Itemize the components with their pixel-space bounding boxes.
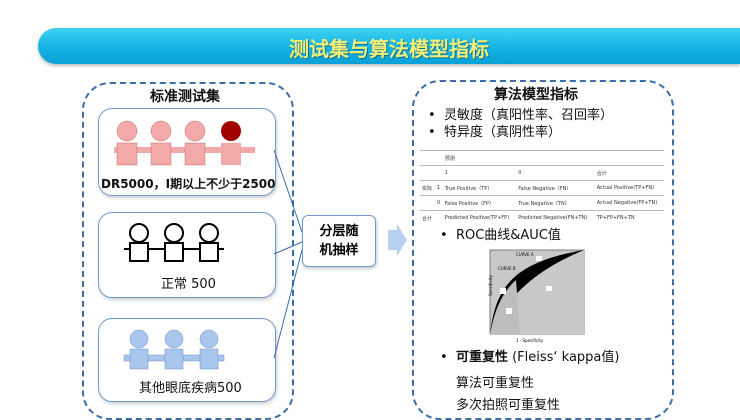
table-cell: 0 <box>435 195 443 211</box>
table-cell <box>420 165 436 181</box>
bullet-dot-icon: • <box>428 108 444 123</box>
bullet-specificity: • 特异度（真阴性率） <box>428 121 561 140</box>
bullet-sensitivity: • 灵敏度（真阳性率、召回率） <box>428 104 613 123</box>
other-disease-group-label: 其他眼底疾病500 <box>139 381 242 396</box>
bullet-dot-icon: • <box>428 125 444 140</box>
table-cell <box>435 210 443 225</box>
algorithm-repeatability: 算法可重复性 <box>456 376 535 391</box>
multi-photo-repeatability: 多次拍照可重复性 <box>456 398 561 413</box>
table-cell <box>594 150 664 166</box>
table-cell: TP+FP+FN+TN <box>594 210 664 225</box>
table-cell <box>420 195 436 211</box>
title-banner: 测试集与算法模型指标 <box>38 28 740 64</box>
roc-curve-figure: CURVE A CURVE B 1 - Specificity Sensitiv… <box>488 249 585 343</box>
metrics-title: 算法模型指标 <box>494 87 578 103</box>
bullet-repeatability: • 可重复性 (Fleiss‘ kappa值) <box>440 346 619 365</box>
bullet-roc: • ROC曲线&AUC值 <box>440 224 561 243</box>
table-cell <box>420 150 436 166</box>
specificity-label: 特异度（真阴性率） <box>443 125 561 140</box>
roc-curve-b-label: CURVE B <box>498 266 516 271</box>
confusion-matrix-table: 预测 1 0 合计 实际 1 True Positive（TP） False N… <box>420 150 664 225</box>
repeatability-label: 可重复性 <box>455 350 508 365</box>
other-disease-group-box: 其他眼底疾病500 <box>98 318 276 402</box>
normal-people-icon <box>124 223 224 262</box>
table-row: 0 False Positive（FP） True Negative（TN） A… <box>420 195 664 211</box>
bullet-dot-icon: • <box>440 228 456 243</box>
stratified-sampling-line1: 分层随 <box>319 224 359 239</box>
repeatability-kappa: (Fleiss‘ kappa值) <box>507 350 620 365</box>
table-cell <box>435 165 443 181</box>
table-cell: False Positive（FP） <box>442 195 517 211</box>
normal-group-label: 正常 500 <box>161 277 216 292</box>
right-arrow-icon <box>388 224 407 256</box>
table-cell: True Negative（TN） <box>516 195 595 211</box>
page-title: 测试集与算法模型指标 <box>289 37 489 61</box>
table-cell: 1 <box>435 180 443 196</box>
table-row: 实际 1 True Positive（TP） False Negative（FN… <box>420 180 664 196</box>
table-row: 1 0 合计 <box>420 165 664 181</box>
table-cell: 0 <box>516 165 595 181</box>
table-cell: False Negative（FN） <box>516 180 595 196</box>
table-cell: 合计 <box>594 165 664 181</box>
sensitivity-label: 灵敏度（真阳性率、召回率） <box>443 108 613 123</box>
table-cell: 实际 <box>420 180 436 196</box>
table-cell <box>435 150 443 166</box>
table-cell: 1 <box>442 165 517 181</box>
roc-x-axis-label: 1 - Specificity <box>516 338 544 343</box>
roc-y-axis-label: Sensitivity <box>488 275 493 296</box>
table-cell: Actual Positive(TP+FN) <box>594 180 664 196</box>
table-row: 合计 Predicted Positive(TP+FP) Predicted N… <box>420 210 664 225</box>
table-row: 预测 <box>420 150 664 166</box>
stratified-sampling-line2: 机抽样 <box>319 243 359 258</box>
roc-label: ROC曲线&AUC值 <box>455 228 561 243</box>
normal-group-box: 正常 500 <box>98 212 276 298</box>
bullet-dot-icon: • <box>440 350 456 365</box>
table-cell: True Positive（TP） <box>442 180 517 196</box>
other-disease-people-icon <box>123 329 225 370</box>
dr-group-box: DR5000，I期以上不少于2500 <box>98 108 276 196</box>
table-cell: Predicted Negative(FN+TN) <box>516 210 595 225</box>
table-cell <box>516 150 595 166</box>
table-cell: Actual Negative(FP+TN) <box>594 195 664 211</box>
table-cell: 预测 <box>442 150 517 166</box>
dr-group-label: DR5000，I期以上不少于2500 <box>101 177 276 191</box>
standard-testset-title: 标准测试集 <box>150 89 220 105</box>
dr-people-icon <box>114 120 255 166</box>
table-cell: 合计 <box>420 210 436 225</box>
stratified-sampling-box: 分层随 机抽样 <box>302 215 376 267</box>
roc-curve-a-label: CURVE A <box>516 252 534 257</box>
table-cell: Predicted Positive(TP+FP) <box>442 210 517 225</box>
